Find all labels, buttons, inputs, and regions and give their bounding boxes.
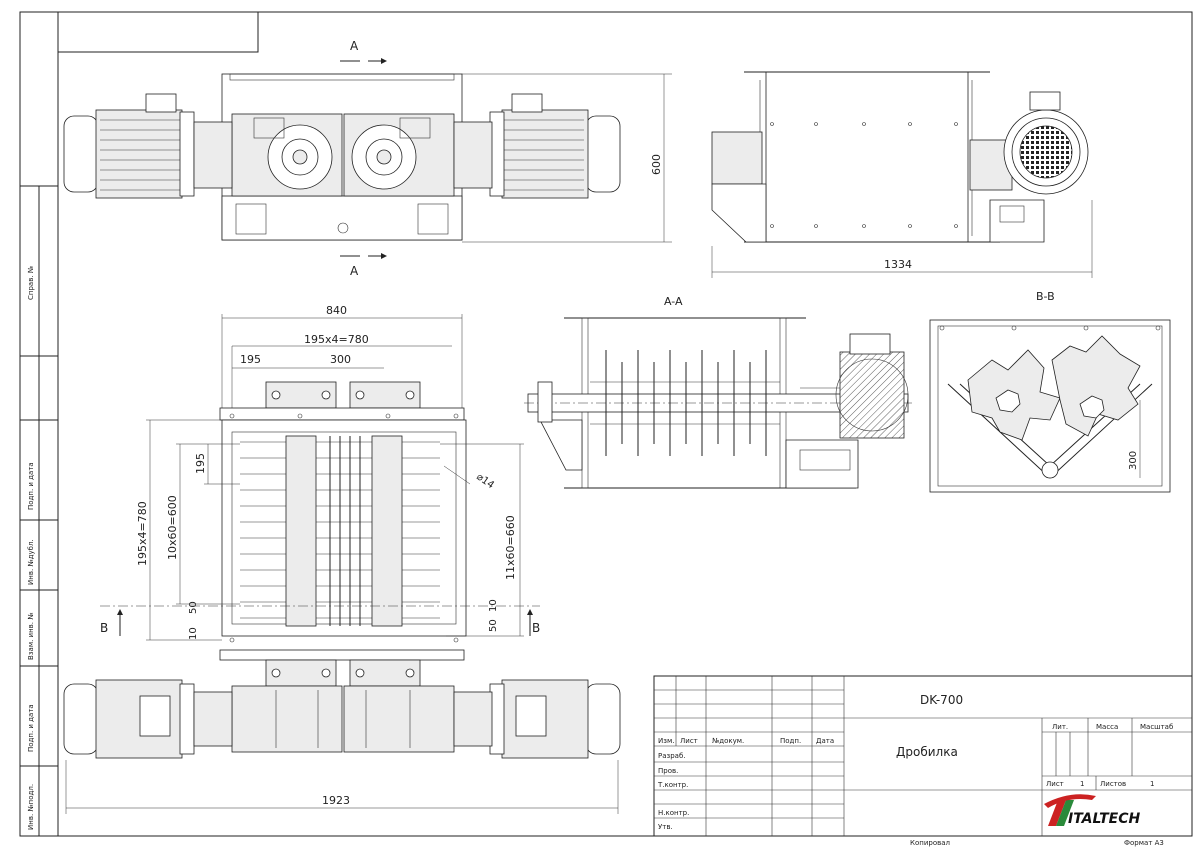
section-mark-a-bottom: А [350, 264, 359, 278]
stamp-podp-data-2: Подп. и дата [27, 704, 35, 752]
dim-bb-300: 300 [1128, 451, 1139, 470]
row-prov: Пров. [658, 767, 678, 775]
row-tkontr: Т.контр. [657, 781, 688, 789]
dim-195-left: 195 [194, 453, 207, 474]
section-aa: A-A [524, 295, 912, 489]
sheet-label: Лист [1046, 780, 1064, 788]
title-name: Дробилка [896, 745, 958, 759]
stamp-inv-podl: Инв. №подл. [27, 784, 35, 830]
row-razrab: Разраб. [658, 752, 686, 760]
stamp-podp-data-1: Подп. и дата [27, 462, 35, 510]
dim-195-top: 195 [240, 353, 261, 366]
dim-50-right: 50 [488, 619, 499, 632]
dim-300: 300 [330, 353, 351, 366]
hdr-sign: Подп. [780, 737, 801, 745]
dim-pitch-600: 10x60=600 [166, 495, 179, 560]
stamp-sprav: Справ. № [27, 266, 35, 300]
section-mark-b-right: B [532, 621, 540, 635]
sheets-value: 1 [1150, 780, 1154, 788]
sheet-frame [19, 11, 1193, 837]
row-nkontr: Н.контр. [658, 809, 689, 817]
dim-50-left: 50 [188, 601, 199, 614]
hdr-date: Дата [816, 737, 834, 745]
sheet-value: 1 [1080, 780, 1084, 788]
section-mark-b-left: B [100, 621, 108, 635]
hdr-izm: Изм. [658, 737, 674, 745]
title-block: Изм. Лист №докум. Подп. Дата Разраб. Про… [653, 675, 1193, 847]
title-designation: DK-700 [920, 693, 963, 707]
stamp-inv-dubl: Инв. №дубл. [27, 539, 35, 585]
col-mass: Масса [1096, 723, 1118, 731]
hdr-docnum: №докум. [712, 737, 744, 745]
italtech-logo: ITALTECH [1044, 794, 1140, 827]
dim-10-left: 10 [188, 627, 199, 640]
copied-label: Копировал [910, 839, 950, 847]
sheets-label: Листов [1100, 780, 1126, 788]
hdr-list: Лист [680, 737, 698, 745]
dim-pitch-780-top: 195x4=780 [304, 333, 369, 346]
col-scale: Масштаб [1140, 723, 1173, 731]
dim-10-right: 10 [488, 599, 499, 612]
dim-width-840: 840 [326, 304, 347, 317]
section-label-bb: B-B [1036, 290, 1055, 303]
section-bb: B-B 300 [929, 290, 1171, 493]
side-stamp-table: Справ. № Подп. и дата Инв. №дубл. Взам. … [20, 185, 58, 836]
dim-hole-d14: ⌀14 [474, 471, 496, 491]
col-lit: Лит. [1052, 723, 1068, 731]
dim-length-1923: 1923 [322, 794, 350, 807]
section-label-aa: A-A [664, 295, 683, 308]
section-mark-a-top: А [350, 39, 359, 53]
dim-pitch-780-left: 195x4=780 [136, 501, 149, 566]
row-utv: Утв. [658, 823, 673, 831]
stamp-vzam-inv: Взам. инв. № [27, 612, 35, 660]
dim-height-600: 600 [650, 154, 663, 175]
format-label: Формат А3 [1124, 839, 1164, 847]
dim-pitch-660: 11x60=660 [504, 515, 517, 580]
side-view: 1334 [711, 71, 1093, 278]
plan-view: 840 195x4=780 195 300 [63, 304, 621, 814]
front-view: А А [63, 39, 672, 278]
logo-text: ITALTECH [1068, 811, 1140, 827]
dim-length-1334: 1334 [884, 258, 912, 271]
